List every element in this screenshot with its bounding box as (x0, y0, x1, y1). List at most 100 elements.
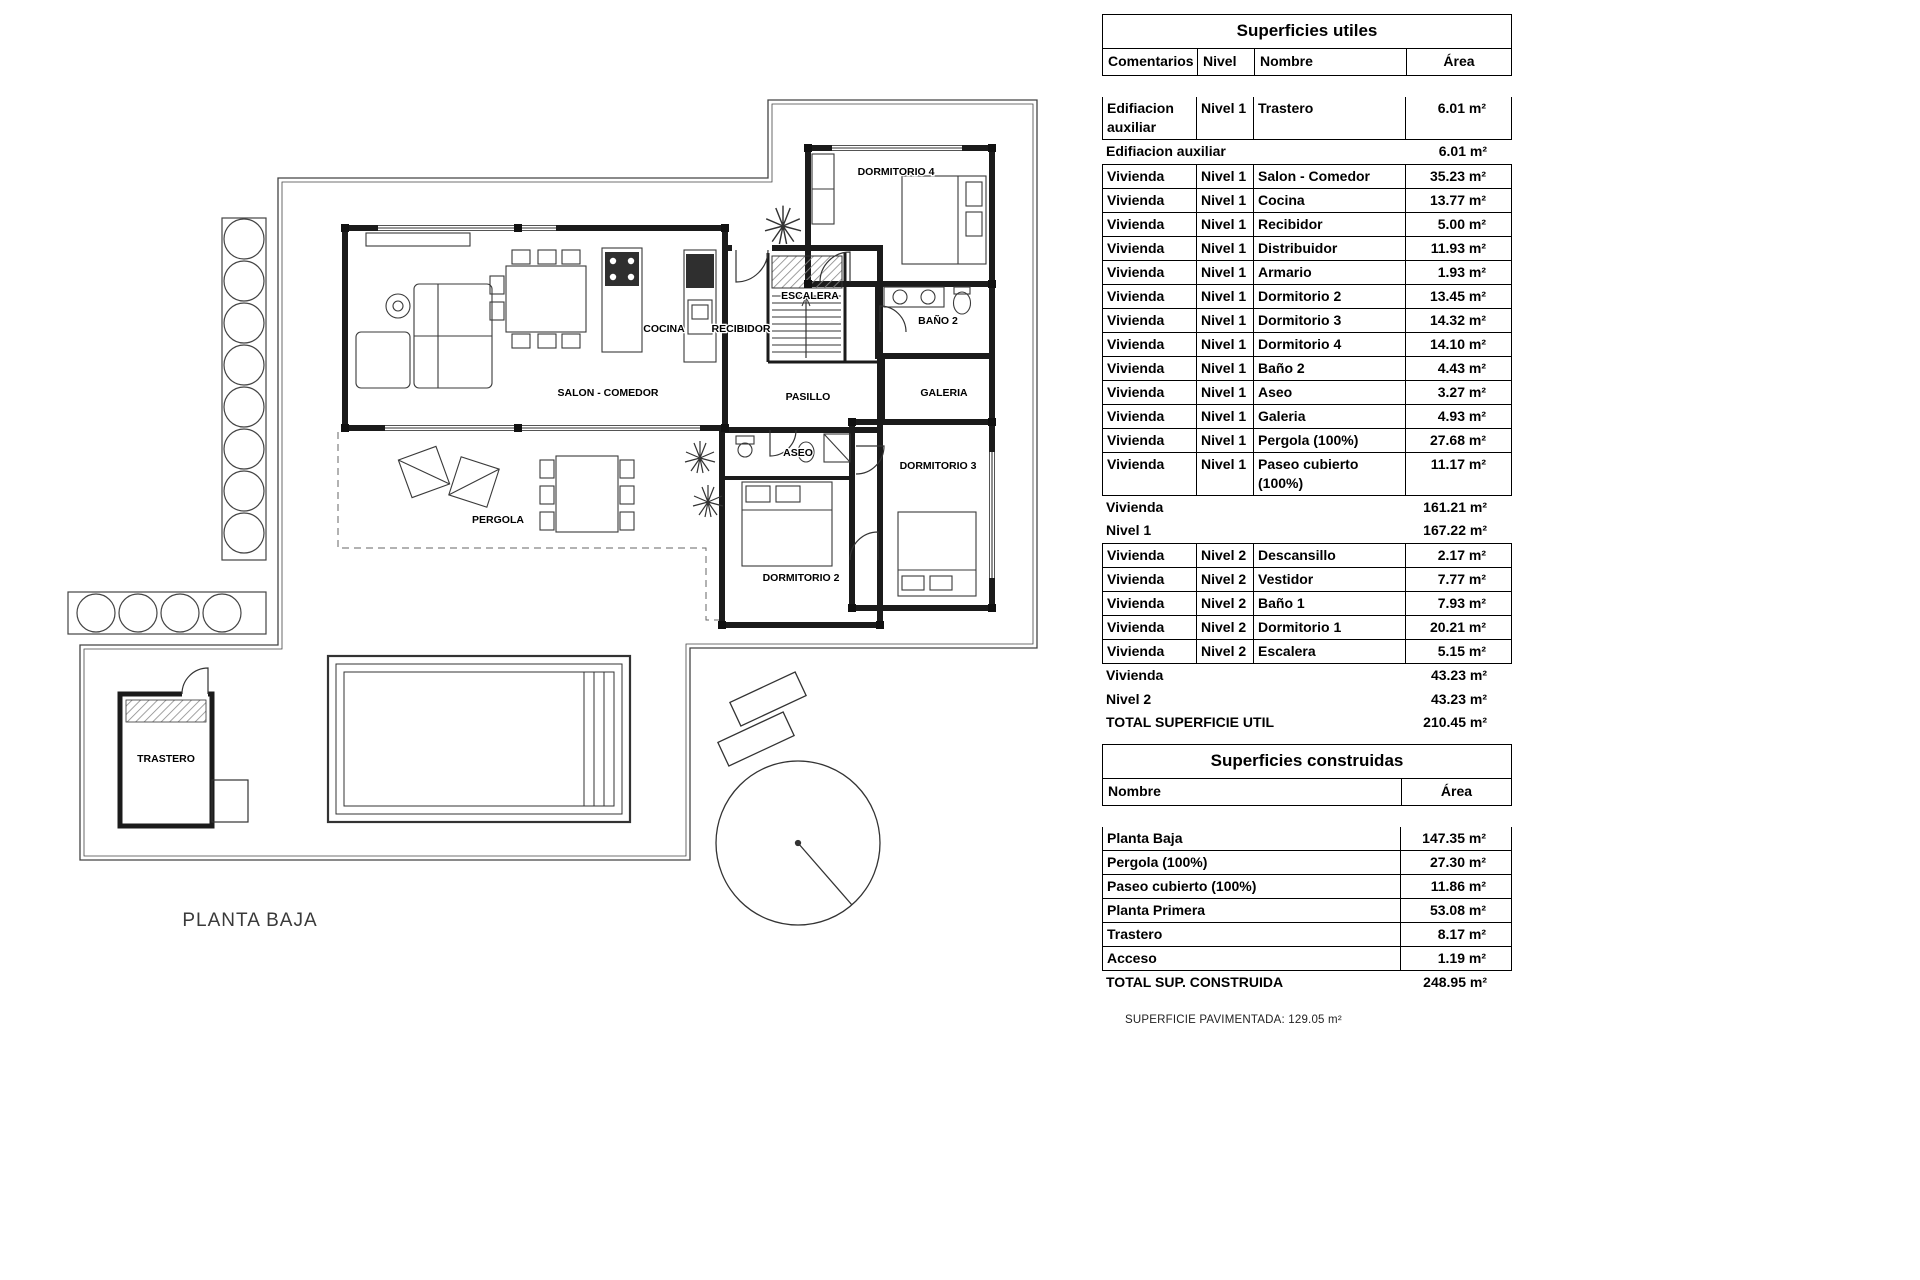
cell-nivel: Nivel 1 (1197, 452, 1254, 496)
cell-comentarios: Vivienda (1103, 380, 1197, 405)
cell-area: 20.21 m² (1406, 616, 1512, 641)
cell-comentarios: Edifiacion auxiliar (1103, 97, 1197, 140)
floor-plan-drawing: DORMITORIO 4 ESCALERA COCINA RECIBIDOR B… (67, 99, 1038, 931)
stairs (771, 255, 843, 358)
cell-nivel: Nivel 1 (1197, 332, 1254, 357)
cell-nombre: Escalera (1254, 640, 1406, 665)
cell-area: 2.17 m² (1406, 544, 1512, 569)
cell-nombre: Salon - Comedor (1254, 164, 1406, 189)
construidas-header: Superficies construidas Nombre Área (1102, 744, 1512, 806)
subtotal-area: 43.23 m² (1430, 667, 1487, 684)
room-label-trastero: TRASTERO (137, 753, 195, 765)
cell-nivel: Nivel 2 (1197, 616, 1254, 641)
subtotal-row: Vivienda 161.21 m² (1102, 496, 1512, 520)
table-row: Vivienda Nivel 1 Galeria 4.93 m² (1102, 404, 1512, 429)
room-label-bano2: BAÑO 2 (918, 314, 958, 327)
cell-area: 27.30 m² (1401, 851, 1512, 875)
cell-area: 147.35 m² (1401, 827, 1512, 851)
cell-nombre: Descansillo (1254, 544, 1406, 569)
room-label-aseo: ASEO (783, 447, 813, 459)
cell-nombre: Aseo (1254, 380, 1406, 405)
cell-nombre: Dormitorio 1 (1254, 616, 1406, 641)
table-row: Vivienda Nivel 1 Dormitorio 2 13.45 m² (1102, 284, 1512, 309)
cell-area: 11.17 m² (1406, 452, 1512, 496)
cell-nombre: Distribuidor (1254, 236, 1406, 261)
cell-nombre: Paseo cubierto (100%) (1103, 875, 1401, 899)
total-row: TOTAL SUPERFICIE UTIL 210.45 m² (1102, 711, 1512, 735)
cell-nivel: Nivel 1 (1197, 380, 1254, 405)
utiles-column-headers: Comentarios Nivel Nombre Área (1103, 49, 1511, 75)
table-row: Vivienda Nivel 1 Pergola (100%) 27.68 m² (1102, 428, 1512, 453)
cell-area: 27.68 m² (1406, 428, 1512, 453)
cell-nombre: Recibidor (1254, 212, 1406, 237)
trees-left (221, 217, 267, 561)
cell-comentarios: Vivienda (1103, 164, 1197, 189)
cell-nivel: Nivel 2 (1197, 544, 1254, 569)
col-header-area: Área (1406, 49, 1511, 75)
column-markers (341, 144, 996, 629)
cell-comentarios: Vivienda (1103, 544, 1197, 569)
construidas-title: Superficies construidas (1103, 745, 1511, 779)
cell-area: 1.93 m² (1406, 260, 1512, 285)
cell-nombre: Acceso (1103, 947, 1401, 971)
lounge-chair (448, 456, 500, 508)
cell-area: 7.93 m² (1406, 592, 1512, 617)
cell-area: 13.77 m² (1406, 188, 1512, 213)
room-label-dormitorio3: DORMITORIO 3 (900, 460, 977, 472)
table-row: Vivienda Nivel 1 Armario 1.93 m² (1102, 260, 1512, 285)
cell-comentarios: Vivienda (1103, 428, 1197, 453)
table-row: Vivienda Nivel 1 Baño 2 4.43 m² (1102, 356, 1512, 381)
cell-nivel: Nivel 1 (1197, 260, 1254, 285)
table-row: Vivienda Nivel 1 Salon - Comedor 35.23 m… (1102, 163, 1512, 189)
subtotal-label: Edifiacion auxiliar (1106, 143, 1226, 159)
room-label-salon: SALON - COMEDOR (558, 387, 659, 399)
superficies-construidas-table: Superficies construidas Nombre Área Plan… (1102, 744, 1512, 995)
pool (326, 654, 632, 824)
total-row: TOTAL SUP. CONSTRUIDA 248.95 m² (1102, 971, 1512, 995)
table-row: Vivienda Nivel 1 Paseo cubierto (100%) 1… (1102, 452, 1512, 496)
cell-nombre: Baño 1 (1254, 592, 1406, 617)
total-area: 210.45 m² (1423, 714, 1487, 731)
cell-nombre: Pergola (100%) (1254, 428, 1406, 453)
cell-comentarios: Vivienda (1103, 308, 1197, 333)
subtotal-area: 161.21 m² (1423, 498, 1487, 515)
col-header-nombre: Nombre (1254, 49, 1406, 75)
cell-nombre: Armario (1254, 260, 1406, 285)
subtotal-label: Vivienda (1106, 667, 1164, 684)
cell-area: 5.00 m² (1406, 212, 1512, 237)
room-label-pergola: PERGOLA (472, 514, 524, 526)
bed-dormitorio2 (741, 481, 833, 567)
cell-nombre: Paseo cubierto (100%) (1254, 452, 1406, 496)
cell-area: 1.19 m² (1401, 947, 1512, 971)
col-header-comentarios: Comentarios (1108, 53, 1194, 69)
sink (892, 289, 908, 305)
cell-area: 5.15 m² (1406, 640, 1512, 665)
doors (181, 249, 907, 695)
utiles-header: Superficies utiles Comentarios Nivel Nom… (1102, 14, 1512, 76)
utiles-body: Edifiacion auxiliar Nivel 1 Trastero 6.0… (1102, 97, 1512, 735)
table-row: Vivienda Nivel 2 Escalera 5.15 m² (1102, 640, 1512, 665)
kitchen-sink (687, 299, 713, 335)
armchair (355, 331, 411, 389)
construidas-column-headers: Nombre Área (1103, 779, 1511, 805)
cell-nombre: Cocina (1254, 188, 1406, 213)
bed-dormitorio3 (897, 511, 977, 597)
kitchen-island (601, 247, 643, 353)
cell-nivel: Nivel 2 (1197, 592, 1254, 617)
floor-plan-region: DORMITORIO 4 ESCALERA COCINA RECIBIDOR B… (0, 0, 1100, 1080)
round-terrace (715, 671, 881, 926)
table-row: Vivienda Nivel 1 Dormitorio 3 14.32 m² (1102, 308, 1512, 333)
cell-nivel: Nivel 1 (1197, 236, 1254, 261)
cell-comentarios: Vivienda (1103, 592, 1197, 617)
cell-nivel: Nivel 1 (1197, 428, 1254, 453)
cell-comentarios: Vivienda (1103, 188, 1197, 213)
cell-nivel: Nivel 1 (1197, 97, 1254, 140)
room-label-dormitorio4: DORMITORIO 4 (858, 166, 935, 178)
table-row: Trastero 8.17 m² (1102, 923, 1512, 947)
plot-boundary (79, 99, 1038, 861)
cell-nombre: Dormitorio 4 (1254, 332, 1406, 357)
subtotal-row: Edifiacion auxiliar 6.01 m² (1102, 140, 1512, 164)
cell-nombre: Planta Baja (1103, 827, 1401, 851)
room-label-escalera: ESCALERA (781, 290, 839, 302)
total-label: TOTAL SUP. CONSTRUIDA (1106, 974, 1284, 990)
